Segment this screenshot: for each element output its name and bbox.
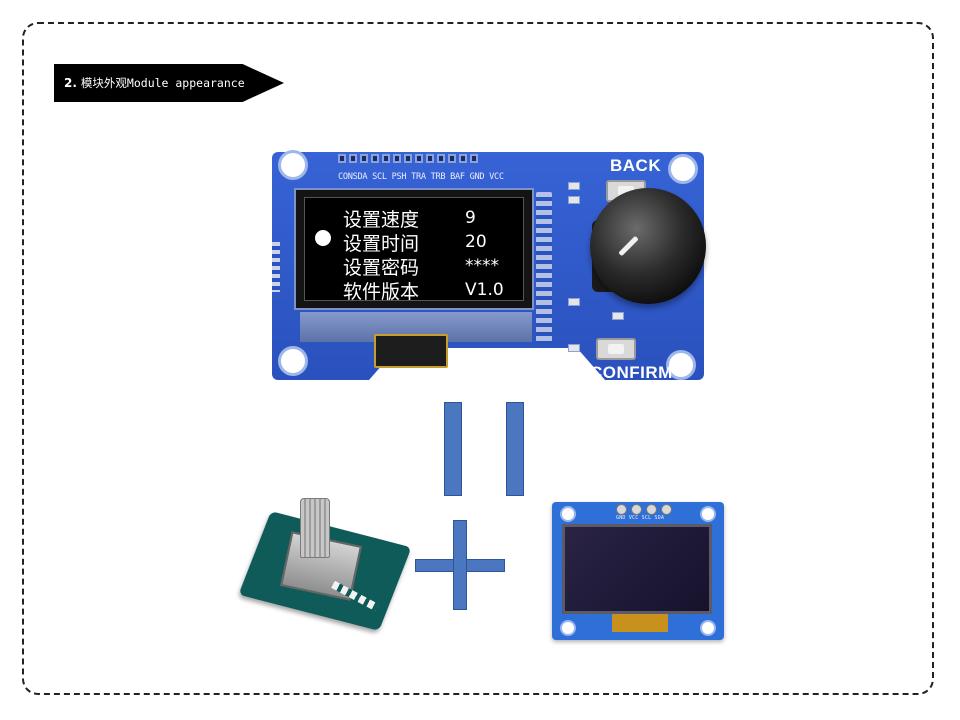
oled-ribbon-cable — [374, 334, 448, 368]
menu-cursor-icon — [315, 230, 331, 246]
back-button-label: BACK — [610, 156, 662, 175]
mounting-hole — [560, 506, 576, 522]
menu-row-value: 20 — [465, 232, 487, 252]
equals-sign-bar — [444, 402, 462, 496]
mounting-hole — [700, 506, 716, 522]
oled-module-ribbon — [612, 614, 668, 632]
oled-display: 设置速度 9 设置时间 20 设置密码 **** 软件版本 V1.0 — [294, 188, 534, 310]
confirm-button-label: CONFIRM — [590, 363, 673, 382]
plus-sign-vertical — [453, 520, 467, 610]
pin-header-labels: CONSDA SCL PSH TRA TRB BAF GND VCC — [338, 172, 504, 182]
mounting-hole — [700, 620, 716, 636]
oled-module-screen — [562, 524, 712, 614]
mounting-hole — [278, 150, 308, 180]
menu-row-label: 设置时间 — [343, 232, 420, 255]
menu-row-value: **** — [465, 256, 499, 276]
mounting-hole — [560, 620, 576, 636]
edge-pads — [272, 242, 280, 292]
menu-row-label: 设置密码 — [343, 256, 420, 279]
menu-row-value: V1.0 — [465, 280, 504, 300]
oled-module-pins — [616, 504, 672, 515]
menu-row-label: 软件版本 — [343, 280, 420, 303]
rotary-knob[interactable] — [590, 188, 706, 304]
menu-row-selected: 设置时间 20 — [343, 230, 487, 255]
oled-module-board: GND VCC SCL SDA — [552, 502, 724, 640]
smd-component — [568, 344, 580, 352]
mounting-hole — [666, 350, 696, 380]
dashed-frame — [22, 22, 934, 695]
combined-module-board: CONSDA SCL PSH TRA TRB BAF GND VCC 设置速度 … — [272, 150, 706, 388]
oled-screen: 设置速度 9 设置时间 20 设置密码 **** 软件版本 V1.0 — [304, 197, 524, 303]
side-pin-row — [536, 192, 552, 342]
confirm-button[interactable] — [596, 338, 636, 360]
equals-sign-bar — [506, 402, 524, 496]
section-number: 2. — [64, 76, 77, 90]
menu-row: 设置速度 9 — [343, 206, 476, 231]
menu-row: 软件版本 V1.0 — [343, 278, 504, 303]
rotary-encoder-shaft — [300, 498, 330, 558]
mounting-hole — [278, 346, 308, 376]
menu-row: 设置密码 **** — [343, 254, 499, 279]
mounting-hole — [668, 154, 698, 184]
menu-row-label: 设置速度 — [343, 208, 420, 231]
smd-component — [612, 312, 624, 320]
pin-header — [338, 154, 478, 163]
section-title-tag: 2. 模块外观Module appearance — [54, 64, 284, 102]
oled-module-pin-labels: GND VCC SCL SDA — [616, 515, 665, 521]
menu-row-value: 9 — [465, 208, 476, 228]
smd-component — [568, 298, 580, 306]
smd-component — [568, 182, 580, 190]
smd-component — [568, 196, 580, 204]
section-title: 模块外观Module appearance — [80, 76, 245, 90]
